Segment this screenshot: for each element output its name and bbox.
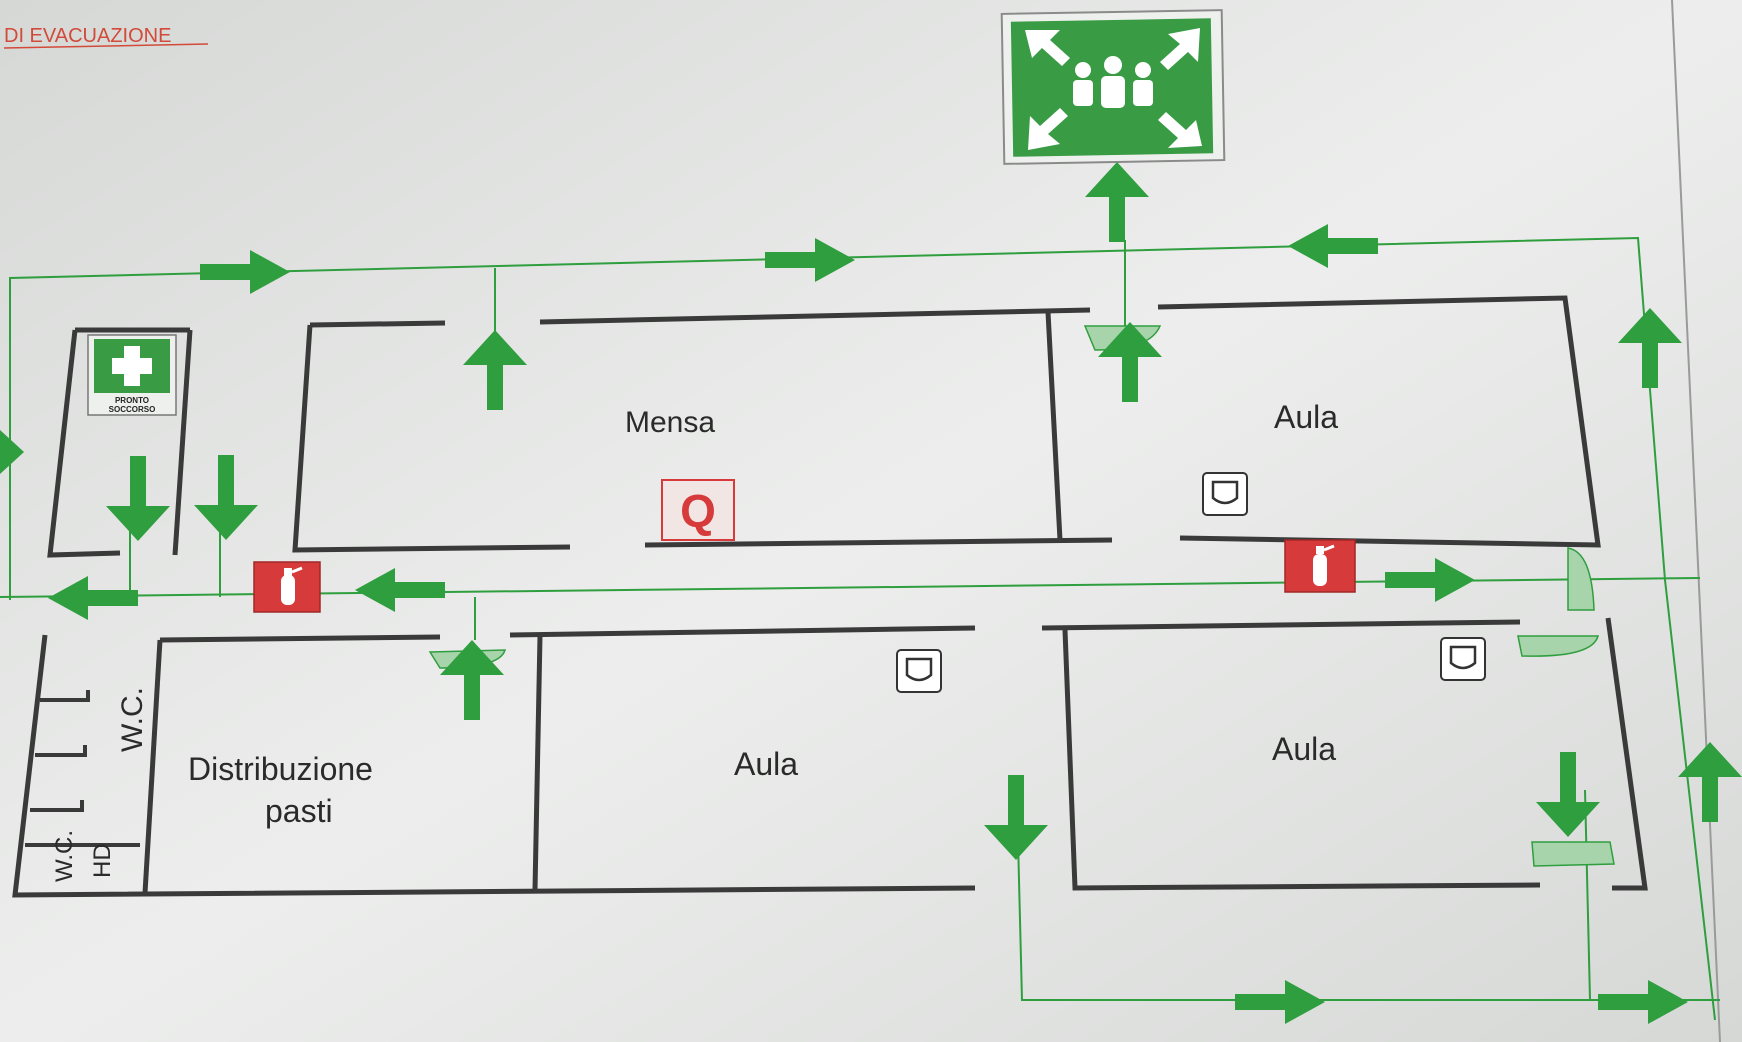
wall — [532, 635, 543, 891]
assembly-point-sign — [1000, 9, 1226, 165]
electrical-panel-sign: Q — [661, 479, 735, 541]
title-underline — [3, 43, 209, 49]
wall — [1045, 311, 1063, 541]
wall — [1041, 619, 1521, 631]
wall — [142, 639, 163, 894]
first-aid-label-1: PRONTO — [115, 396, 149, 405]
people-icon — [1073, 56, 1153, 108]
room-label-wc: W.C. — [116, 687, 149, 752]
converging-arrows-icon — [1025, 28, 1202, 150]
panel-symbol: Q — [680, 485, 716, 537]
fire-extinguisher-icon — [253, 561, 321, 613]
wall — [159, 634, 441, 643]
first-aid-cross-icon — [112, 346, 152, 386]
exit-door-marker — [428, 325, 1615, 867]
room-label-aula-bottom-middle: Aula — [734, 746, 798, 782]
wall — [47, 329, 121, 558]
wall — [539, 307, 1091, 325]
route-arrows — [0, 162, 1742, 1024]
panel-frame — [661, 479, 735, 541]
bottom-route-line — [1017, 839, 1720, 1001]
wall — [12, 634, 976, 898]
door-swing — [1517, 635, 1599, 657]
wall — [309, 320, 446, 328]
room-label-wc-hd-2: HD — [89, 843, 116, 878]
page-border — [1671, 0, 1721, 1042]
wc-stalls — [25, 690, 140, 847]
room-label-pasti: pasti — [265, 793, 333, 829]
alarm-icon — [896, 649, 942, 693]
door-swing — [1531, 841, 1615, 867]
fire-extinguisher-icon — [1284, 539, 1356, 593]
wall — [644, 537, 1113, 548]
route-aula-bottom-right — [1584, 789, 1591, 1001]
room-label-distribuzione: Distribuzione — [188, 751, 373, 787]
wall — [509, 625, 976, 638]
room-label-wc-hd-1: W.C. — [51, 830, 78, 882]
alarm-icon — [1202, 472, 1248, 516]
room-label-aula-bottom-right: Aula — [1272, 731, 1336, 767]
walls — [12, 295, 1648, 898]
stall-divider — [40, 690, 90, 702]
arrow-up-icon — [0, 430, 24, 474]
wall — [292, 324, 571, 553]
door-swing — [1567, 547, 1595, 611]
room-label-mensa: Mensa — [625, 406, 715, 439]
wall — [172, 329, 193, 556]
wall — [1605, 617, 1648, 891]
stall-divider — [30, 800, 84, 812]
plan-title: DI EVACUAZIONE — [4, 25, 171, 47]
first-aid-label-2: SOCCORSO — [109, 405, 156, 414]
first-aid-sign: PRONTO SOCCORSO — [87, 334, 177, 416]
outer-route-line — [9, 236, 1716, 1021]
room-label-aula-top-right: Aula — [1274, 399, 1338, 435]
wall — [1157, 295, 1601, 548]
alarm-icon — [1440, 637, 1486, 681]
stall-divider — [35, 745, 87, 757]
wall — [1062, 629, 1541, 891]
